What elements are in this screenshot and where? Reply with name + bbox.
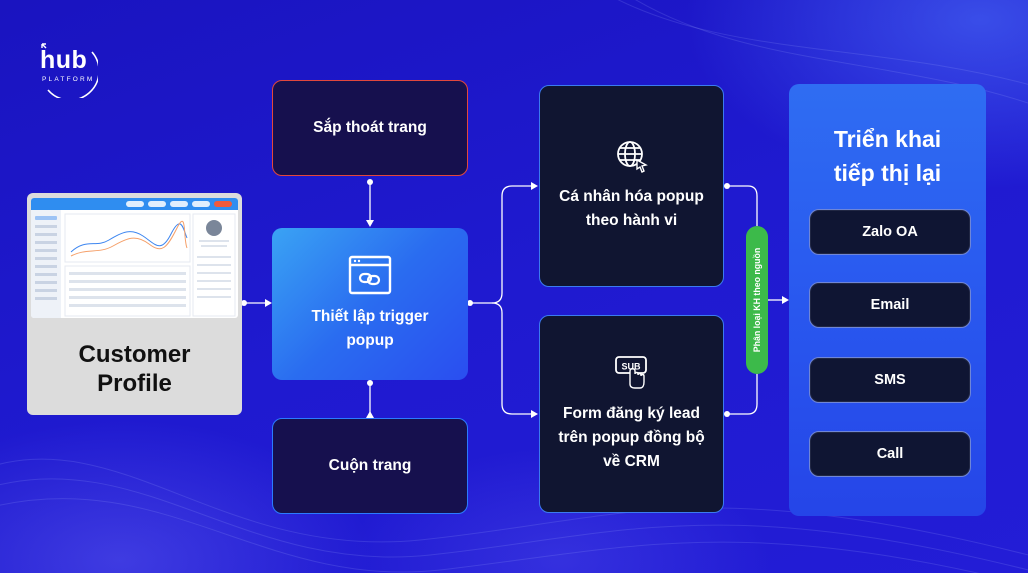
node-exit-page: Sắp thoát trang xyxy=(272,80,468,176)
channel-email: Email xyxy=(809,282,971,328)
subscribe-click-icon: SUB xyxy=(614,356,647,389)
node-scroll-page: Cuộn trang xyxy=(272,418,468,514)
logo-ring-icon xyxy=(41,43,98,98)
node-lead-form-label: Form đăng ký lead trên popup đồng bộ về … xyxy=(558,405,705,470)
node-personalize-popup-label: Cá nhân hóa popup theo hành vi xyxy=(559,188,704,229)
hub-platform-logo: hub PLATFORM xyxy=(38,42,98,98)
customer-profile-title-line1: Customer xyxy=(78,341,191,368)
browser-link-icon xyxy=(348,255,392,295)
node-scroll-page-label: Cuộn trang xyxy=(328,457,412,474)
node-trigger-popup-label: Thiết lập trigger popup xyxy=(311,308,429,349)
classify-customer-label: Phân loại KH theo nguồn xyxy=(752,247,762,353)
logo-text: hub xyxy=(40,46,88,74)
channel-sms: SMS xyxy=(809,357,971,403)
deploy-remarketing-panel: Triển khai tiếp thị lại Zalo OA Email SM… xyxy=(789,84,986,516)
customer-profile-card: Customer Profile xyxy=(27,193,242,415)
deploy-title-line1: Triển khai xyxy=(833,126,942,152)
customer-profile-title-line2: Profile xyxy=(97,370,172,397)
node-lead-form: SUB Form đăng ký lead trên popup đồng bộ… xyxy=(539,315,724,513)
customer-profile-title: Customer Profile xyxy=(27,340,242,398)
classify-customer-pill: Phân loại KH theo nguồn xyxy=(746,226,768,374)
logo-subtext: PLATFORM xyxy=(42,76,95,83)
node-trigger-popup: Thiết lập trigger popup xyxy=(272,228,468,380)
deploy-title-line2: tiếp thị lại xyxy=(833,160,942,186)
node-exit-page-label: Sắp thoát trang xyxy=(313,119,427,136)
channel-call: Call xyxy=(809,431,971,477)
crm-screenshot xyxy=(31,198,238,318)
svg-text:SUB: SUB xyxy=(621,362,641,372)
globe-cursor-icon xyxy=(616,141,648,173)
channel-zalo-oa: Zalo OA xyxy=(809,209,971,255)
deploy-title: Triển khai tiếp thị lại xyxy=(789,122,986,190)
crm-screenshot-illustration xyxy=(31,198,238,318)
node-personalize-popup: Cá nhân hóa popup theo hành vi xyxy=(539,85,724,287)
